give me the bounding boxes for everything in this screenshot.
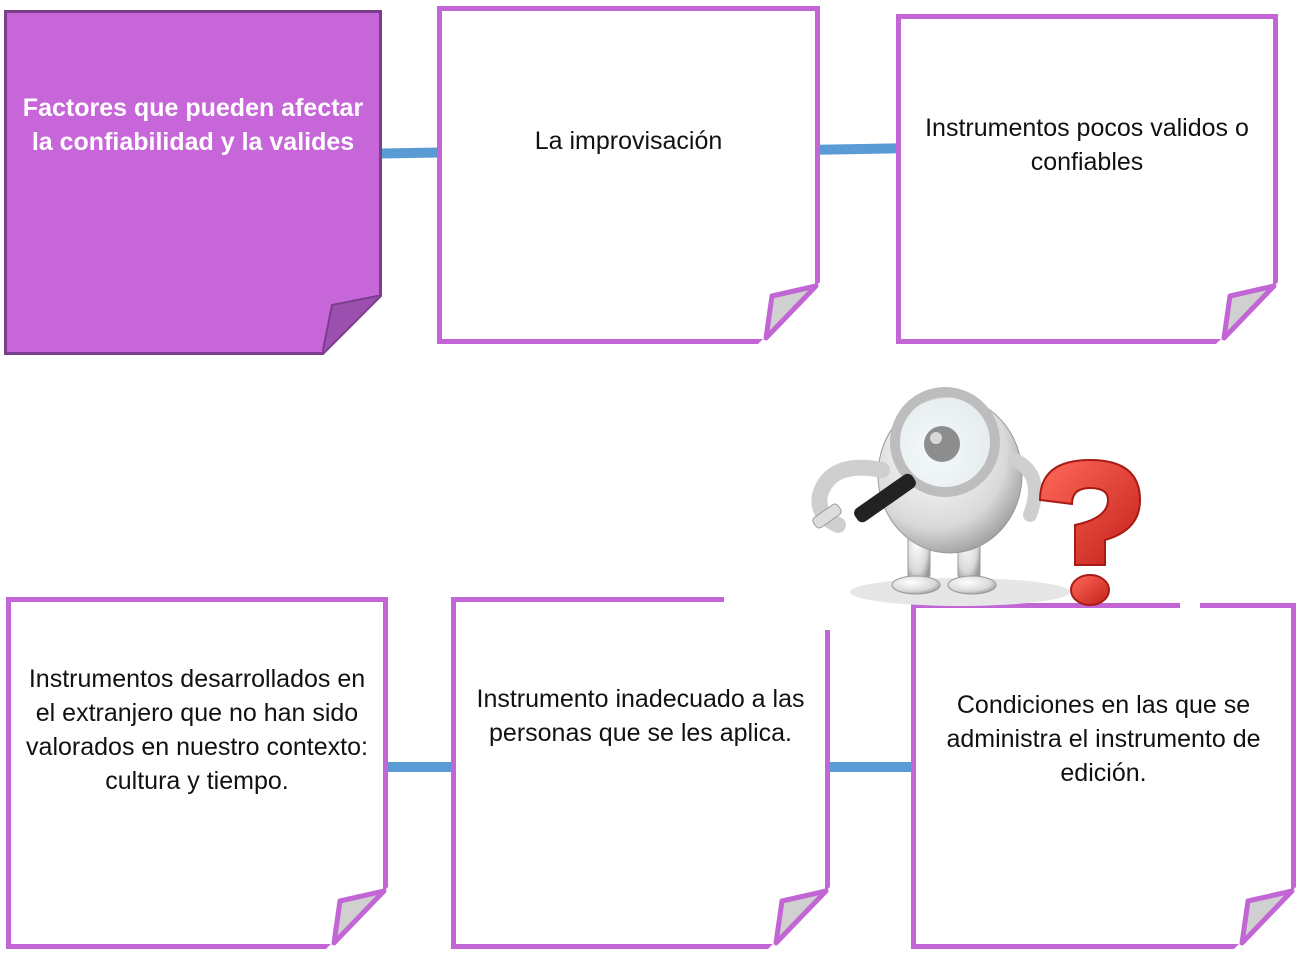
page-curl-icon (326, 887, 388, 949)
page-curl-icon (1234, 887, 1296, 949)
factor-text: Instrumentos pocos validos o confiables (925, 114, 1249, 176)
connector-box3-to-box4 (385, 762, 455, 772)
factor-text: Instrumentos desarrollados en el extranj… (26, 665, 368, 795)
connector-box4-to-box5 (828, 762, 914, 772)
connector-main-to-box1 (379, 147, 441, 159)
image-overlap-area (724, 594, 832, 630)
factor-box-improvisacion: La improvisación (437, 6, 820, 344)
page-curl-icon (758, 282, 820, 344)
main-factor-text: Factores que pueden afectar la confiabil… (22, 94, 364, 156)
factor-box-instrumentos-pocos-validos: Instrumentos pocos validos o confiables (896, 14, 1278, 344)
page-curl-icon (768, 887, 830, 949)
page-curl-icon (322, 295, 382, 355)
factor-box-condiciones: Condiciones en las que se administra el … (911, 603, 1296, 949)
robot-magnifier-question-icon (811, 387, 1142, 606)
factor-text: La improvisación (534, 127, 723, 155)
factor-text: Instrumento inadecuado a las personas qu… (476, 685, 805, 747)
factor-text: Condiciones en las que se administra el … (946, 691, 1261, 787)
connector-box1-to-box2 (817, 143, 901, 155)
main-factor-box: Factores que pueden afectar la confiabil… (4, 10, 382, 355)
factor-box-instrumentos-extranjero: Instrumentos desarrollados en el extranj… (6, 597, 388, 949)
image-overlap-area (1180, 598, 1200, 626)
factor-box-instrumento-inadecuado: Instrumento inadecuado a las personas qu… (451, 597, 830, 949)
page-curl-icon (1216, 282, 1278, 344)
